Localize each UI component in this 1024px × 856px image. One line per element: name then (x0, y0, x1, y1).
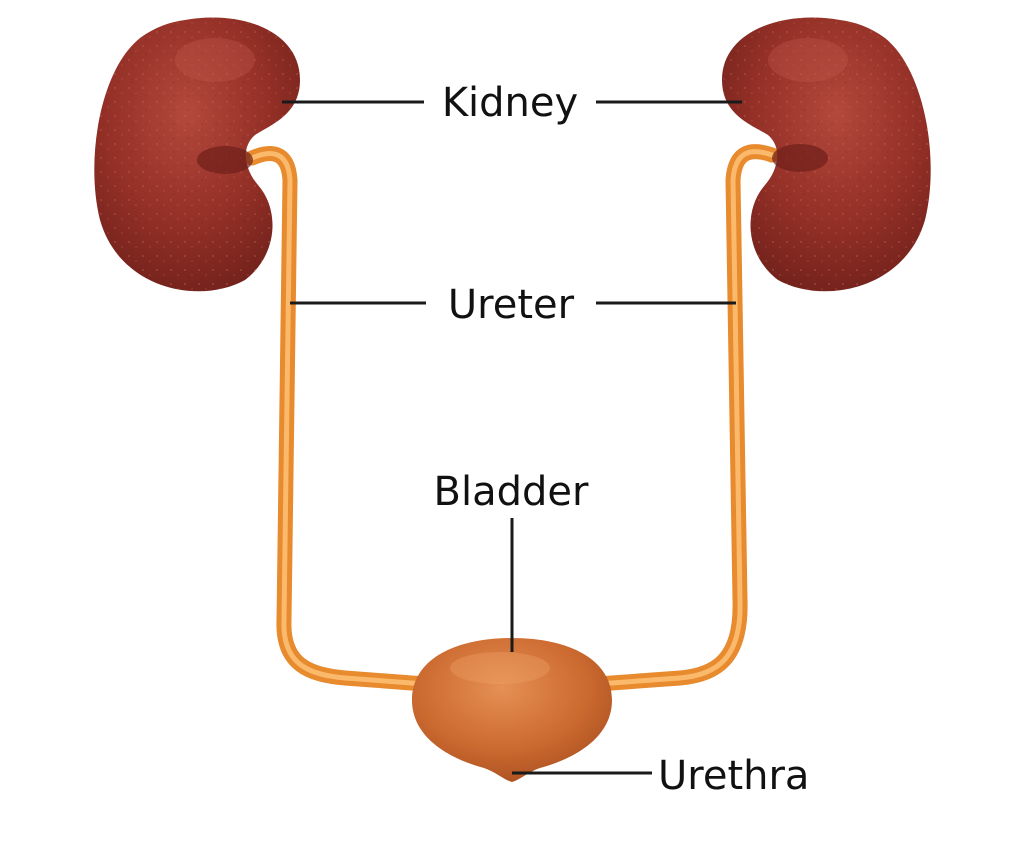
left-kidney (94, 17, 300, 292)
right-ureter (590, 144, 780, 692)
left-ureter (244, 146, 433, 692)
kidney-label: Kidney (442, 80, 578, 126)
leader-lines (282, 100, 742, 775)
ureter-label: Ureter (448, 282, 575, 328)
bladder (412, 638, 612, 782)
urethra-label: Urethra (658, 753, 809, 799)
bladder-label: Bladder (434, 469, 589, 515)
right-kidney (722, 17, 931, 292)
